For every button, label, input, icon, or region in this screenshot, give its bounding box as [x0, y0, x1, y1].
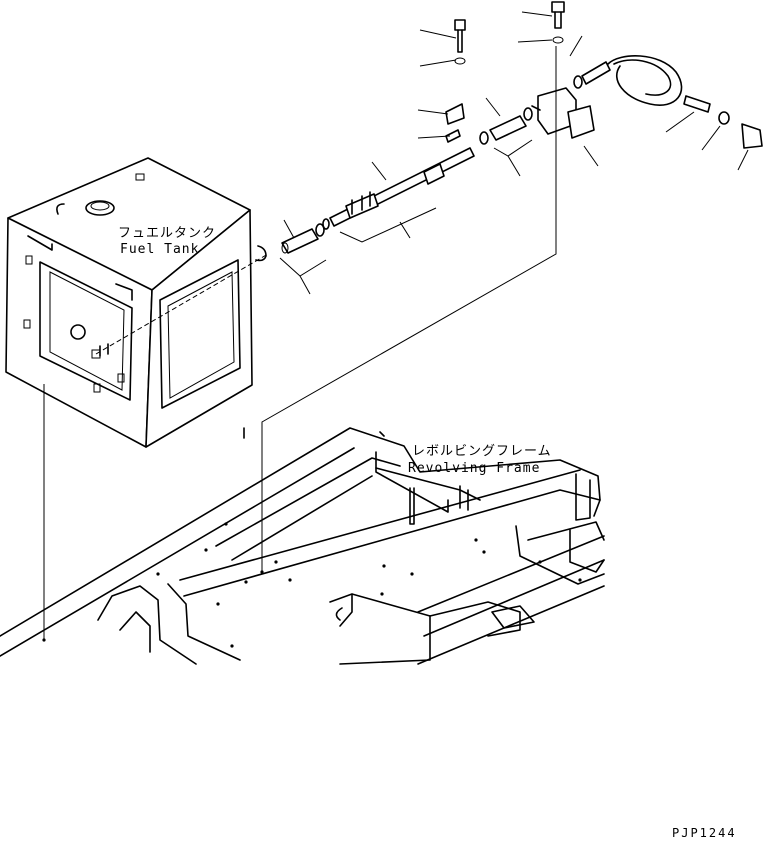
- revolving-frame: [0, 427, 605, 665]
- drawing-code: PJP1244: [672, 826, 737, 840]
- fuel-tank: [5, 157, 269, 448]
- fuel-tank-label-jp: フュエルタンク: [118, 226, 217, 241]
- revolving-frame-label-en: Revolving Frame: [408, 461, 541, 476]
- hose-pipe-assembly: [43, 1, 763, 640]
- fuel-tank-label-en: Fuel Tank: [120, 242, 200, 257]
- revolving-frame-label-jp: レボルビングフレーム: [412, 444, 552, 459]
